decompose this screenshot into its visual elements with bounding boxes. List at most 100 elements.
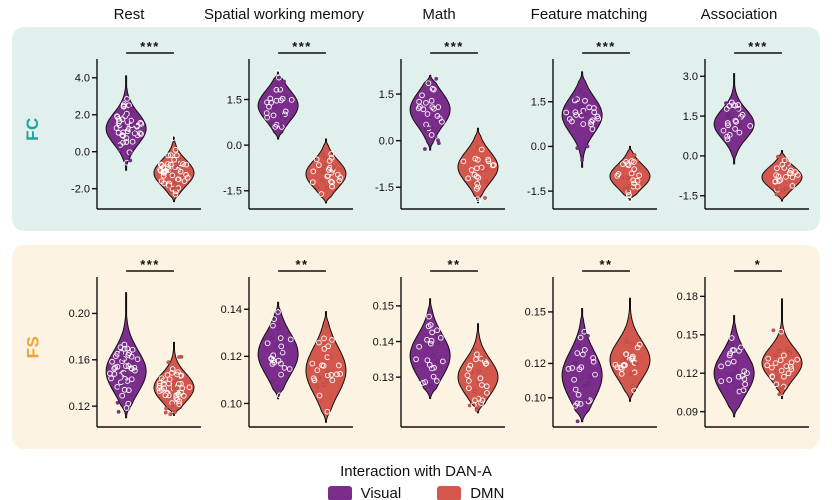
data-point	[474, 407, 479, 412]
data-point	[575, 146, 580, 151]
data-point	[577, 88, 582, 93]
data-point	[780, 385, 785, 390]
legend-swatch-visual	[327, 486, 352, 500]
data-point	[125, 400, 132, 407]
data-point	[777, 357, 784, 364]
data-point	[577, 334, 584, 341]
data-point	[315, 384, 320, 389]
data-point	[585, 398, 592, 405]
data-point	[630, 384, 635, 389]
data-point	[278, 97, 284, 104]
data-point	[272, 124, 279, 130]
data-point	[167, 152, 174, 158]
data-point	[325, 369, 330, 374]
data-point	[309, 179, 316, 186]
data-point	[571, 376, 577, 383]
data-point	[277, 86, 284, 93]
data-point	[125, 363, 132, 369]
data-point	[465, 175, 471, 182]
data-point	[424, 126, 429, 131]
data-point	[269, 335, 274, 340]
data-point	[589, 126, 596, 132]
panel-label-text: FS	[22, 335, 42, 359]
data-point	[730, 102, 737, 108]
data-point	[130, 111, 135, 116]
data-point	[162, 392, 169, 399]
data-point	[474, 196, 481, 203]
data-point	[430, 373, 437, 380]
data-point	[739, 345, 744, 350]
y-tick-label: 0.0	[75, 147, 90, 159]
data-point	[324, 378, 329, 383]
data-point	[276, 326, 281, 331]
data-point	[789, 174, 796, 181]
data-point	[275, 384, 280, 389]
data-point	[774, 192, 779, 197]
data-point	[281, 365, 288, 371]
data-point	[428, 385, 433, 390]
data-point	[123, 139, 130, 145]
data-point	[123, 363, 129, 369]
data-point	[166, 360, 171, 365]
data-point	[169, 370, 175, 376]
column-title: Math	[422, 6, 456, 23]
data-point	[738, 344, 744, 351]
data-point	[773, 381, 780, 388]
data-point	[329, 183, 335, 190]
data-point	[787, 350, 792, 355]
data-point	[787, 170, 793, 176]
data-point	[467, 403, 472, 408]
data-point	[622, 186, 627, 191]
data-point	[433, 378, 440, 384]
data-point	[724, 136, 731, 143]
data-point	[115, 129, 122, 136]
data-point	[434, 327, 440, 334]
data-point	[326, 166, 332, 173]
data-point	[779, 161, 786, 168]
data-point	[172, 410, 177, 415]
data-point	[173, 392, 180, 399]
data-point	[424, 357, 431, 364]
y-tick-label: 0.20	[69, 308, 90, 320]
data-point	[764, 362, 771, 369]
data-point	[172, 388, 177, 393]
data-point	[435, 332, 440, 337]
data-point	[158, 375, 165, 382]
data-point	[773, 353, 778, 358]
violin-plot-FC: 3.01.50.0-1.5***	[679, 39, 809, 210]
data-point	[586, 104, 593, 111]
data-point	[329, 337, 335, 343]
data-point	[315, 185, 320, 190]
data-point	[472, 397, 478, 404]
violin-plot-FC: 4.02.00.0-2.0***	[71, 39, 201, 210]
data-point	[735, 373, 742, 380]
data-point	[434, 113, 441, 119]
data-point	[565, 366, 572, 372]
data-point	[314, 367, 321, 374]
data-point	[744, 370, 750, 376]
data-point	[775, 154, 780, 159]
data-point	[138, 131, 144, 137]
data-point	[316, 375, 321, 380]
data-point	[115, 143, 120, 148]
data-point	[175, 176, 182, 183]
data-point	[325, 343, 331, 350]
data-point	[729, 372, 734, 377]
data-point	[132, 131, 137, 136]
data-point	[730, 358, 737, 365]
data-point	[119, 351, 124, 356]
data-point	[279, 95, 286, 102]
data-point	[585, 333, 590, 338]
data-point	[170, 402, 175, 407]
data-point	[474, 180, 481, 187]
data-point	[482, 195, 487, 200]
y-tick-label: 4.0	[75, 73, 90, 85]
panel-label-fs: FS	[12, 251, 54, 443]
data-point	[427, 340, 434, 347]
y-tick-label: 0.15	[525, 307, 546, 319]
data-point	[482, 361, 489, 367]
